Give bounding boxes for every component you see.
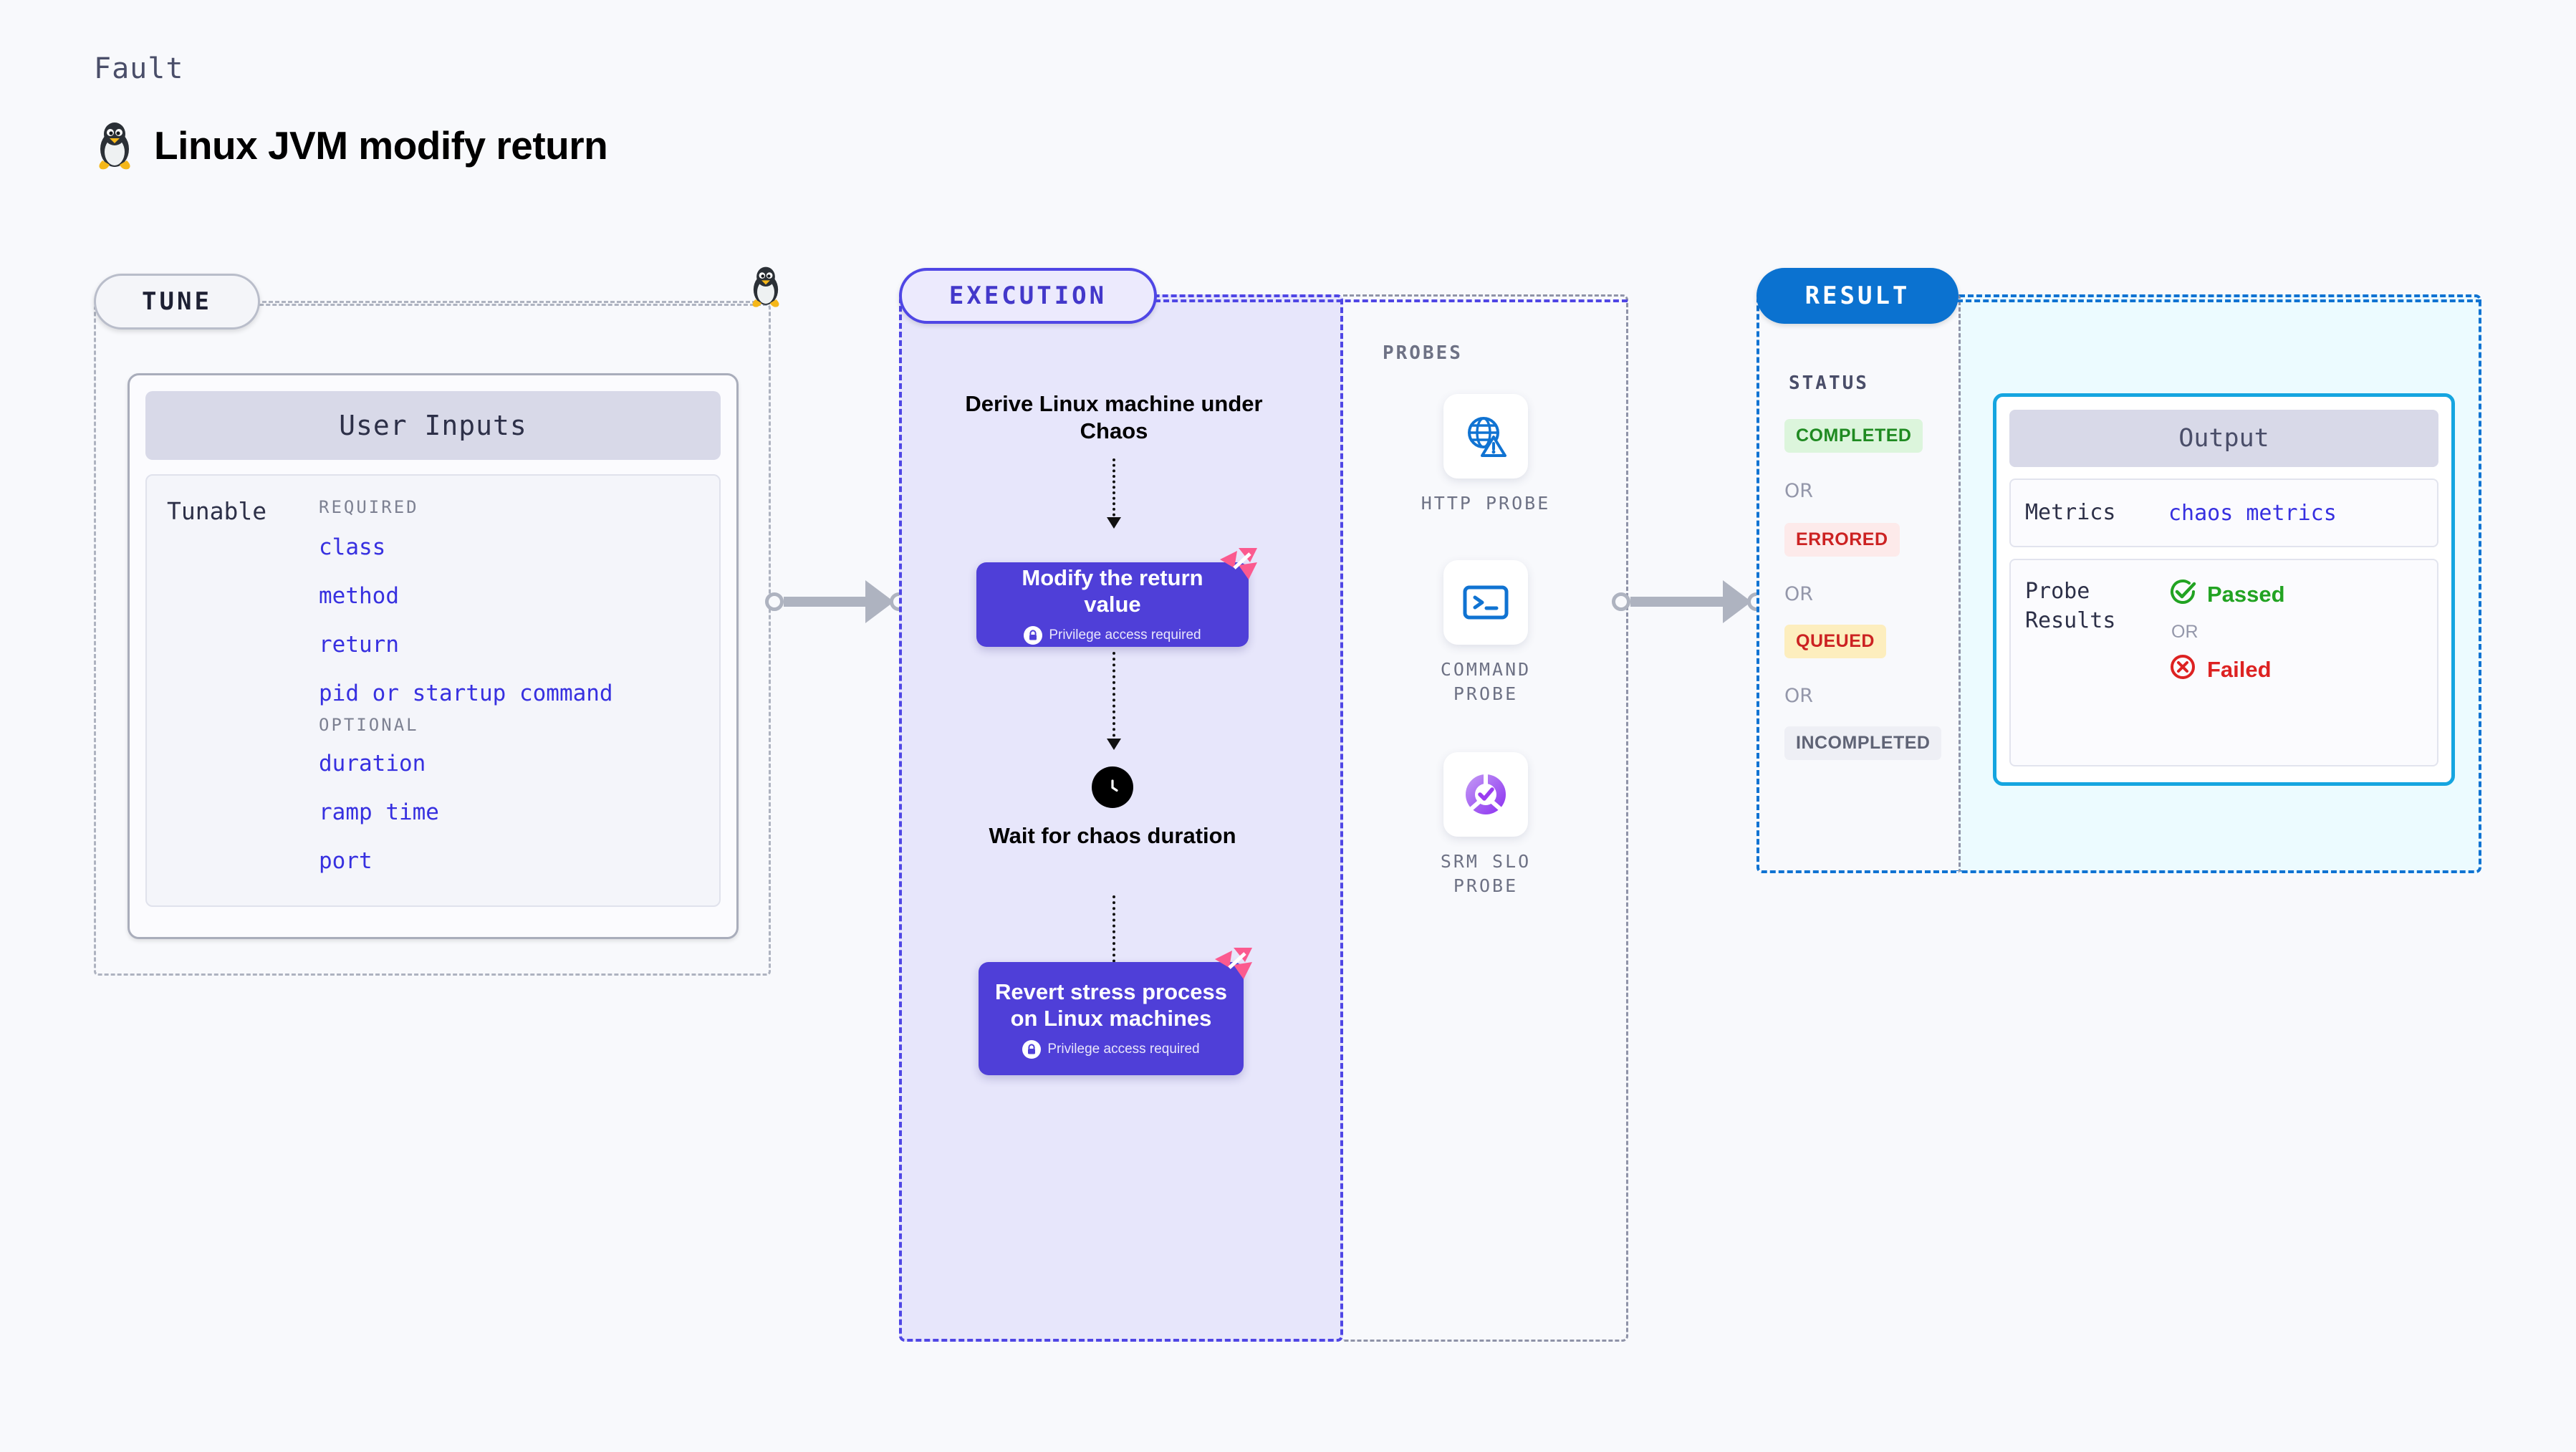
page-title: Linux JVM modify return — [154, 123, 608, 168]
probe-result-failed: Failed — [2168, 653, 2285, 687]
probe-srm-slo[interactable]: SRM SLO PROBE — [1414, 752, 1557, 898]
probe-results-label: Probe Results — [2025, 579, 2116, 633]
status-badge-errored: ERRORED — [1784, 523, 1900, 557]
status-or-2: OR — [1784, 583, 1814, 605]
clock-icon — [1092, 766, 1133, 808]
param-return[interactable]: return — [319, 632, 399, 658]
status-badge-incompleted: INCOMPLETED — [1784, 726, 1942, 760]
param-duration[interactable]: duration — [319, 751, 426, 777]
param-pid-or-startup-command[interactable]: pid or startup command — [319, 681, 613, 706]
probe-result-passed: Passed — [2168, 577, 2285, 612]
result-top-dashed-line — [1957, 299, 2481, 302]
status-badge-completed: COMPLETED — [1784, 419, 1923, 453]
connector-tune-to-execution — [765, 580, 908, 623]
status-or-3: OR — [1784, 685, 1814, 707]
required-caption: REQUIRED — [319, 497, 419, 517]
status-badge-queued: QUEUED — [1784, 625, 1886, 658]
param-method[interactable]: method — [319, 583, 399, 609]
output-probe-results-row: Probe Results Passed OR — [2009, 559, 2438, 766]
param-ramp-time[interactable]: ramp time — [319, 799, 439, 825]
slo-donut-check-icon — [1443, 752, 1528, 837]
probe-results-values: Passed OR Failed — [2168, 577, 2285, 748]
exec-arrow-1 — [1107, 458, 1121, 529]
output-card: Output Metrics chaos metrics Probe Resul… — [1993, 393, 2455, 786]
connector-arrowhead — [1723, 580, 1751, 623]
exec-node-revert-stress-process[interactable]: Revert stress process on Linux machines … — [979, 948, 1252, 1075]
exec-step-wait-label: Wait for chaos duration — [989, 823, 1236, 848]
lock-icon — [1022, 1040, 1042, 1059]
tune-top-dashed-line — [262, 301, 756, 303]
execution-section — [899, 294, 1343, 1342]
connector-start-dot — [765, 592, 784, 611]
connector-arrowhead — [865, 580, 894, 623]
probes-caption: PROBES — [1383, 342, 1463, 364]
exec-node-title: Revert stress process on Linux machines — [995, 979, 1227, 1031]
terminal-icon — [1443, 560, 1528, 645]
user-inputs-body: Tunable REQUIRED class method return pid… — [145, 474, 721, 907]
harness-logo-icon — [1217, 547, 1261, 587]
output-metrics-row: Metrics chaos metrics — [2009, 479, 2438, 547]
connector-bar — [1630, 597, 1723, 607]
exec-node-subtitle: Privilege access required — [1049, 628, 1201, 643]
probe-http[interactable]: HTTP PROBE — [1414, 394, 1557, 516]
probe-http-label: HTTP PROBE — [1421, 493, 1551, 514]
connector-start-dot — [1612, 592, 1630, 611]
metrics-value[interactable]: chaos metrics — [2168, 500, 2337, 526]
user-inputs-header: User Inputs — [145, 391, 721, 460]
execution-pill[interactable]: EXECUTION — [899, 268, 1157, 324]
harness-logo-icon — [1212, 946, 1256, 986]
param-port[interactable]: port — [319, 848, 373, 874]
x-circle-icon — [2168, 653, 2197, 687]
page-eyebrow: Fault — [94, 52, 184, 85]
probe-result-or: OR — [2171, 622, 2198, 642]
check-circle-icon — [2168, 577, 2197, 612]
probe-command-label: COMMAND PROBE — [1440, 659, 1532, 704]
connector-bar — [784, 597, 865, 607]
metrics-label: Metrics — [2025, 499, 2116, 525]
status-caption: STATUS — [1789, 372, 1869, 394]
status-or-1: OR — [1784, 480, 1814, 502]
exec-node-title: Modify the return value — [1022, 564, 1203, 617]
tune-linux-penguin-icon — [748, 265, 784, 312]
tunable-param-list: REQUIRED class method return pid or star… — [319, 497, 719, 905]
result-pill[interactable]: RESULT — [1756, 268, 1959, 324]
exec-arrow-2 — [1107, 652, 1121, 750]
param-class[interactable]: class — [319, 534, 386, 560]
connector-execution-to-result — [1612, 580, 1766, 623]
lock-icon — [1024, 626, 1043, 645]
page-title-row: Linux JVM modify return — [94, 120, 608, 170]
output-header: Output — [2009, 410, 2438, 467]
optional-caption: OPTIONAL — [319, 715, 419, 735]
probe-srm-slo-label: SRM SLO PROBE — [1440, 851, 1532, 896]
execution-top-dashed-line — [1155, 299, 1628, 302]
exec-step-derive-label: Derive Linux machine under Chaos — [965, 391, 1263, 443]
user-inputs-card: User Inputs Tunable REQUIRED class metho… — [128, 373, 739, 939]
tunable-label: Tunable — [167, 497, 267, 525]
tune-pill[interactable]: TUNE — [94, 274, 260, 330]
exec-node-subtitle-row: Privilege access required — [1024, 626, 1201, 645]
linux-penguin-icon — [94, 120, 135, 170]
tune-section — [94, 304, 771, 976]
globe-warning-icon — [1443, 394, 1528, 479]
result-status-section — [1756, 294, 1959, 873]
exec-node-subtitle: Privilege access required — [1047, 1042, 1200, 1057]
exec-node-modify-return-value[interactable]: Modify the return value Privilege access… — [976, 548, 1257, 647]
exec-node-subtitle-row: Privilege access required — [1022, 1040, 1200, 1059]
probe-command[interactable]: COMMAND PROBE — [1414, 560, 1557, 706]
